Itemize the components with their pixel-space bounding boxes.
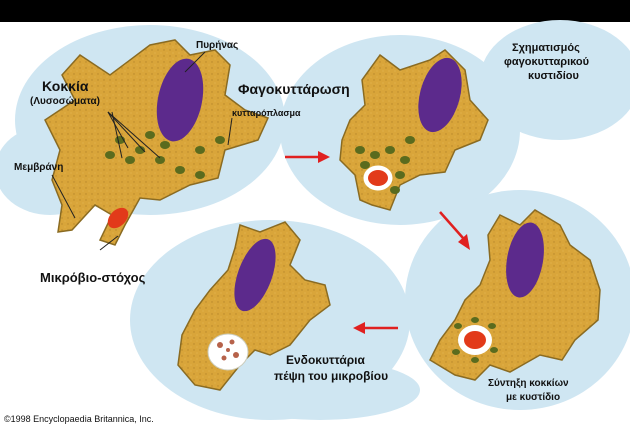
cell-3-microbe <box>464 331 486 349</box>
label-lysosomes-line1: Κοκκία <box>42 78 88 94</box>
label-phagocytosis: Φαγοκυττάρωση <box>238 81 350 97</box>
label-vesicle-formation-line2: φαγοκυτταρικού <box>504 56 589 68</box>
label-fusion-line1: Σύντηξη κοκκίων <box>488 378 569 389</box>
label-digestion-line1: Ενδοκυττάρια <box>286 353 365 367</box>
label-membrane: Μεμβράνη <box>14 162 63 173</box>
label-target-microbe: Μικρόβιο-στόχος <box>40 270 145 285</box>
label-vesicle-formation-line1: Σχηματισμός <box>512 42 580 54</box>
label-cytoplasm: κυτταρόπλασμα <box>232 108 301 118</box>
cell-2-microbe <box>368 170 388 186</box>
label-digestion-line2: πέψη του μικροβίου <box>274 369 388 383</box>
label-vesicle-formation-line3: κυστιδίου <box>528 70 579 82</box>
copyright-notice: ©1998 Encyclopaedia Britannica, Inc. <box>4 414 154 424</box>
label-lysosomes-line2: (Λυσοσώματα) <box>30 96 100 107</box>
label-nucleus: Πυρήνας <box>196 40 238 51</box>
label-fusion-line2: με κυστίδιο <box>506 392 560 403</box>
